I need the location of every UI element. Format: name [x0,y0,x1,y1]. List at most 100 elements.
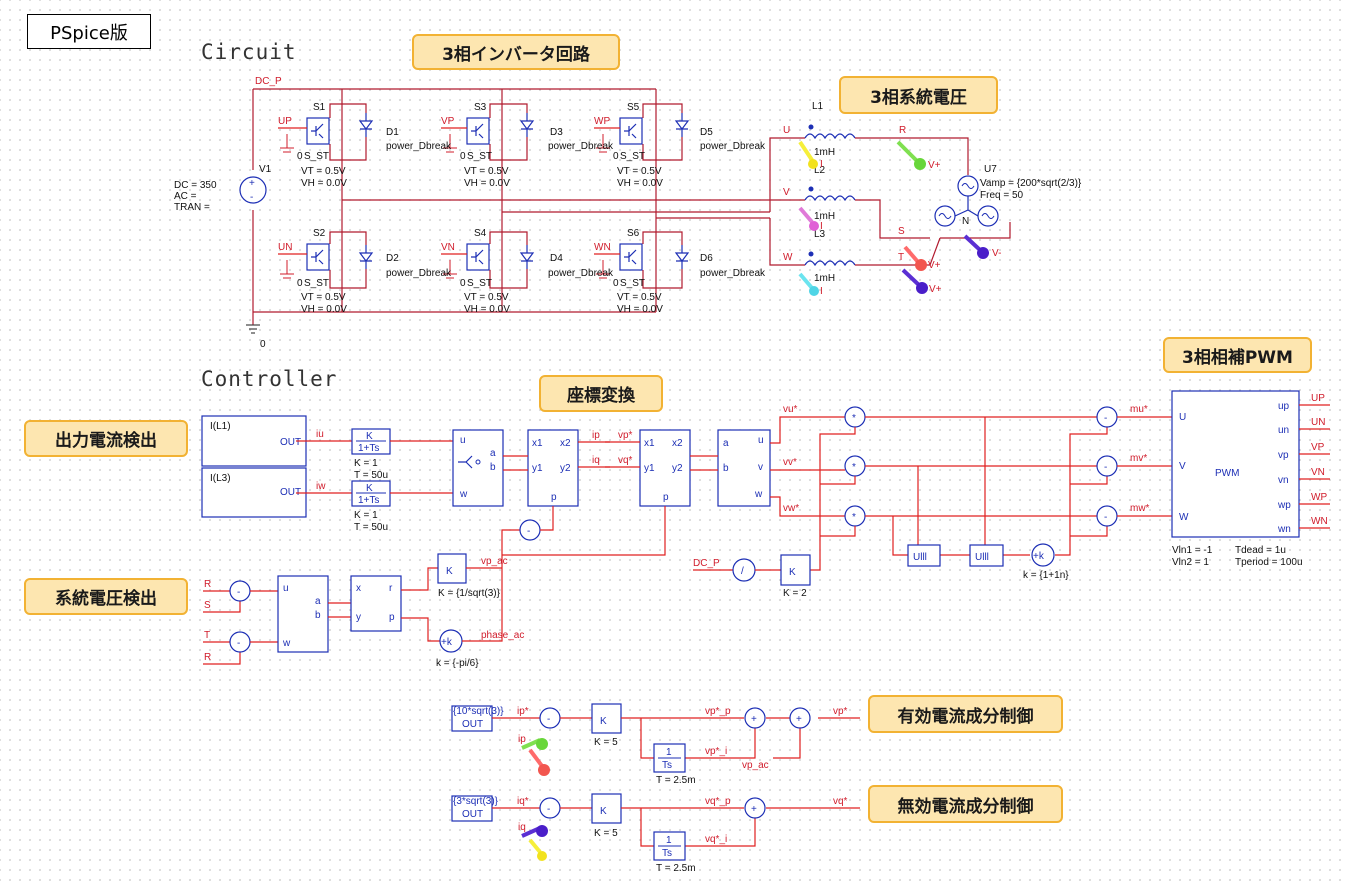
diode-ref-d3: D3 [550,127,563,138]
svg-text:{10*sqrt(3)}: {10*sqrt(3)} [453,706,504,717]
svg-text:y1: y1 [644,463,655,474]
controller-section-title: Controller [201,367,338,391]
inductor-ref-l1: L1 [812,101,824,112]
svg-text:1mH: 1mH [814,147,835,158]
svg-text:1mH: 1mH [814,273,835,284]
grid-side: L1 L2 L3 1mH 1mH 1mH U V W R S T U7 Vamp… [769,101,1082,297]
svg-text:x2: x2 [560,438,571,449]
svg-text:ip: ip [518,734,526,745]
svg-text:x: x [356,583,361,594]
modulation-section: vu* vv* vw* * * * Ulll Ulll +k k = {1+1n… [693,404,1172,599]
svg-text:vw*: vw* [783,503,799,514]
svg-text:VT = 0.5V: VT = 0.5V [464,292,509,303]
svg-text:VH = 0.0V: VH = 0.0V [301,178,347,189]
svg-text:vp_ac: vp_ac [742,760,769,771]
grid-source-freq: Freq = 50 [980,190,1024,201]
svg-text:-: - [1104,462,1107,473]
svg-text:p: p [551,492,557,503]
svg-text:mw*: mw* [1130,503,1150,514]
svg-text:WN: WN [1311,516,1328,527]
diode-ref-d2: D2 [386,253,399,264]
svg-text:phase_ac: phase_ac [481,630,524,641]
dc-source-tran: TRAN = [174,202,210,213]
switch-leg-w [594,103,689,289]
svg-text:S_ST: S_ST [467,278,492,289]
switch-ref-s1: S1 [313,102,326,113]
svg-text:Ulll: Ulll [975,552,989,563]
switch-ref-s4: S4 [474,228,487,239]
active-current-loop: {10*sqrt(3)} OUT ip* - K K = 5 ip vp*_p … [451,703,860,786]
callout-inverter: 3相インバータ回路 [412,34,620,70]
svg-text:vp*_p: vp*_p [705,706,731,717]
svg-text:T = 50u: T = 50u [354,470,388,481]
diode-ref-d1: D1 [386,127,399,138]
svg-text:S_ST: S_ST [467,151,492,162]
svg-text:*: * [852,413,856,424]
svg-text:vq*: vq* [618,455,633,466]
switch-ref-s2: S2 [313,228,326,239]
svg-text:a: a [315,596,321,607]
reactive-current-loop: {3*sqrt(3)} OUT iq* - K K = 5 iq vq*_p v… [451,793,860,874]
callout-reactive-current: 無効電流成分制御 [868,785,1063,823]
voltage-probes: V+ V+ V+ V- [896,140,1001,295]
svg-text:power_Dbreak: power_Dbreak [548,268,614,279]
svg-text:Vln2 = 1: Vln2 = 1 [1172,557,1209,568]
svg-text:K: K [600,716,607,727]
svg-text:V+: V+ [928,260,941,271]
switch-ref-s5: S5 [627,102,640,113]
svg-text:I: I [820,159,823,170]
svg-text:K = 1: K = 1 [354,510,378,521]
svg-text:k = {-pi/6}: k = {-pi/6} [436,658,479,669]
svg-text:U: U [1179,412,1186,423]
svg-text:Ulll: Ulll [913,552,927,563]
svg-text:ip*: ip* [517,706,529,717]
grid-source-vamp: Vamp = {200*sqrt(2/3)} [980,178,1082,189]
lowpass-filters: K1+Ts K = 1T = 50u K1+Ts K = 1T = 50u [351,428,453,533]
svg-text:K = 2: K = 2 [783,588,807,599]
svg-text:I(L1): I(L1) [210,421,231,432]
ground-label: 0 [260,339,266,350]
switch-ref-s6: S6 [627,228,640,239]
svg-text:VT = 0.5V: VT = 0.5V [617,292,662,303]
svg-text:vp*_i: vp*_i [705,746,727,757]
svg-text:power_Dbreak: power_Dbreak [700,268,766,279]
svg-text:VT = 0.5V: VT = 0.5V [617,166,662,177]
svg-text:T = 2.5m: T = 2.5m [656,863,696,874]
svg-text:power_Dbreak: power_Dbreak [700,141,766,152]
net-r: R [899,125,906,136]
switch-leg-v [441,103,534,289]
svg-text:+k: +k [1033,551,1045,562]
svg-text:wp: wp [1277,500,1291,511]
switch-leg-u [278,103,373,289]
svg-text:0: 0 [460,278,466,289]
svg-text:iq*: iq* [517,796,529,807]
svg-text:I(L3): I(L3) [210,473,231,484]
svg-text:VT = 0.5V: VT = 0.5V [301,166,346,177]
svg-text:vv*: vv* [783,457,797,468]
callout-voltage-detect: 系統電圧検出 [24,578,188,615]
gate-net-wp: WP [594,116,610,127]
net-w: W [783,252,793,263]
svg-text:power_Dbreak: power_Dbreak [386,141,452,152]
svg-text:-: - [237,638,240,649]
svg-text:1+Ts: 1+Ts [358,443,379,454]
svg-text:*: * [852,462,856,473]
current-sensors: I(L1) OUT I(L3) OUT iu iw [201,415,352,518]
svg-text:OUT: OUT [280,437,301,448]
gate-net-vp: VP [441,116,455,127]
svg-text:K = {1/sqrt(3)}: K = {1/sqrt(3)} [438,588,501,599]
svg-text:OUT: OUT [280,487,301,498]
svg-text:Ts: Ts [662,760,672,771]
svg-text:u: u [460,435,466,446]
svg-text:vp: vp [1278,450,1289,461]
svg-text:v: v [758,462,763,473]
svg-text:0: 0 [613,151,619,162]
net-s: S [898,226,905,237]
svg-text:S_ST: S_ST [620,278,645,289]
svg-text:+: + [796,714,802,725]
svg-text:-: - [250,192,253,203]
svg-text:VH = 0.0V: VH = 0.0V [464,304,510,315]
pwm-block: U V W PWM up un vp vn wp wn UP UN VP VN … [1171,390,1330,568]
inductor-ref-l2: L2 [814,165,826,176]
svg-text:K = 1: K = 1 [354,458,378,469]
